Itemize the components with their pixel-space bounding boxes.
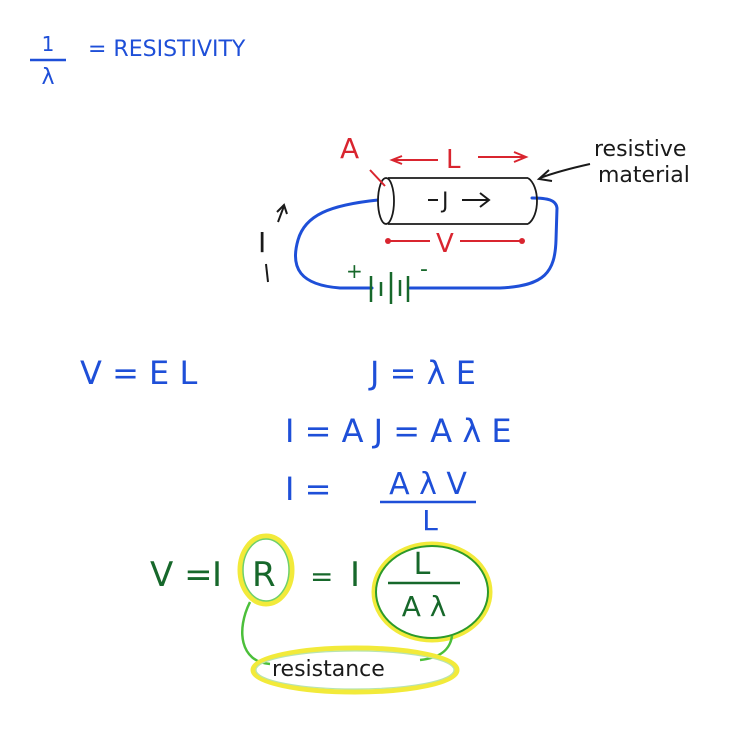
material-label-line1: resistive [594,137,686,162]
equation-i-aj: I = A J = A λ E [285,412,512,450]
resistance-highlight-oval [250,645,460,695]
voltage-indicator [385,238,525,244]
ohm-equals: = [310,560,333,593]
length-arrow [389,151,529,165]
title-numerator: 1 [42,32,55,56]
battery [369,272,410,304]
r-highlight-circle [237,533,295,607]
ohm-v-equals: V = [150,555,213,595]
ohm-frac-denominator: A λ [402,590,447,623]
equation-i-frac-denominator: L [422,504,438,537]
equation-i-frac-numerator: A λ V [389,467,467,502]
battery-plus-label: + [346,259,363,283]
fraction-connector [419,635,454,662]
circuit-diagram: J A L V I [258,132,690,304]
length-label: L [446,145,461,175]
equation-j-lambda-e: J = λ E [368,354,476,392]
ohm-r: R [252,555,276,595]
resistor-cylinder [377,177,538,225]
wire-left [293,198,380,290]
ohm-frac-numerator: L [414,547,431,582]
ohms-law-equation: V = I R = I L A λ resistance [150,533,493,695]
equation-i-frac-lhs: I = [285,470,331,508]
voltage-label: V [436,229,454,259]
material-pointer [539,163,591,179]
derivation-equations: V = E L J = λ E I = A J = A λ E I = A λ … [80,354,512,537]
area-label: A [340,132,359,165]
ohm-i: I [212,555,222,595]
title-denominator: λ [41,65,54,90]
material-label-line2: material [598,163,690,188]
area-pointer [369,169,386,187]
battery-minus-label: - [420,257,428,282]
equation-v-el: V = E L [80,354,197,392]
fraction-highlight-circle [371,541,493,643]
wire-right [408,196,559,290]
current-label: I [258,226,266,259]
current-arrow-up [277,205,285,223]
resistance-label: resistance [272,657,385,682]
resistivity-definition: 1 λ = RESISTIVITY [30,32,246,90]
ohm-i2: I [350,555,360,595]
title-label: = RESISTIVITY [88,37,246,62]
r-connector [241,601,271,666]
current-density-label: J [440,189,449,214]
